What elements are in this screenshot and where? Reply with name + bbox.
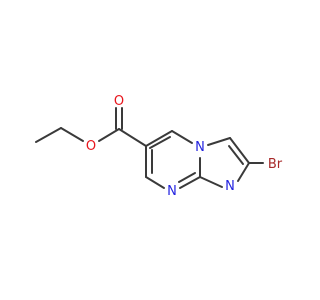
bond-o-carbonyl-c — [98, 128, 120, 142]
atom-ester-oxygen: O — [86, 139, 96, 154]
bond-carbonyl-ring — [118, 128, 147, 147]
bond-ethyl-ch2-o — [60, 127, 84, 142]
bond-5ring-n-c8a — [199, 176, 223, 188]
bonds — [35, 107, 264, 189]
bond-ethyl-ch3-ch2 — [35, 127, 62, 143]
atom-pyrimidine-nitrogen: N — [167, 184, 177, 199]
bond-5ring-c3-c2-a — [229, 137, 250, 164]
atom-carbonyl-oxygen: O — [114, 94, 124, 109]
bond-ring-c8a-n1-a — [179, 176, 201, 189]
bond-5ring-c3-c2-b — [228, 145, 244, 165]
bond-5ring-c2-n — [237, 162, 250, 182]
atom-imidazole-nitrogen: N — [225, 179, 235, 194]
bond-ring-c6-c5-inner — [149, 136, 171, 149]
bond-ring-n1-c7 — [145, 176, 165, 189]
atom-bridge-nitrogen: N — [195, 140, 205, 155]
bond-ring-c5-n — [171, 130, 193, 144]
bond-5ring-n-c3 — [207, 137, 231, 146]
atom-labels: O O N N N Br — [86, 94, 283, 199]
bond-ring-c6-c5 — [145, 130, 173, 147]
atom-bromine: Br — [268, 157, 283, 172]
bond-ring-c8a-n1-b — [178, 172, 196, 183]
molecule-structure: O O N N N Br — [35, 94, 283, 199]
